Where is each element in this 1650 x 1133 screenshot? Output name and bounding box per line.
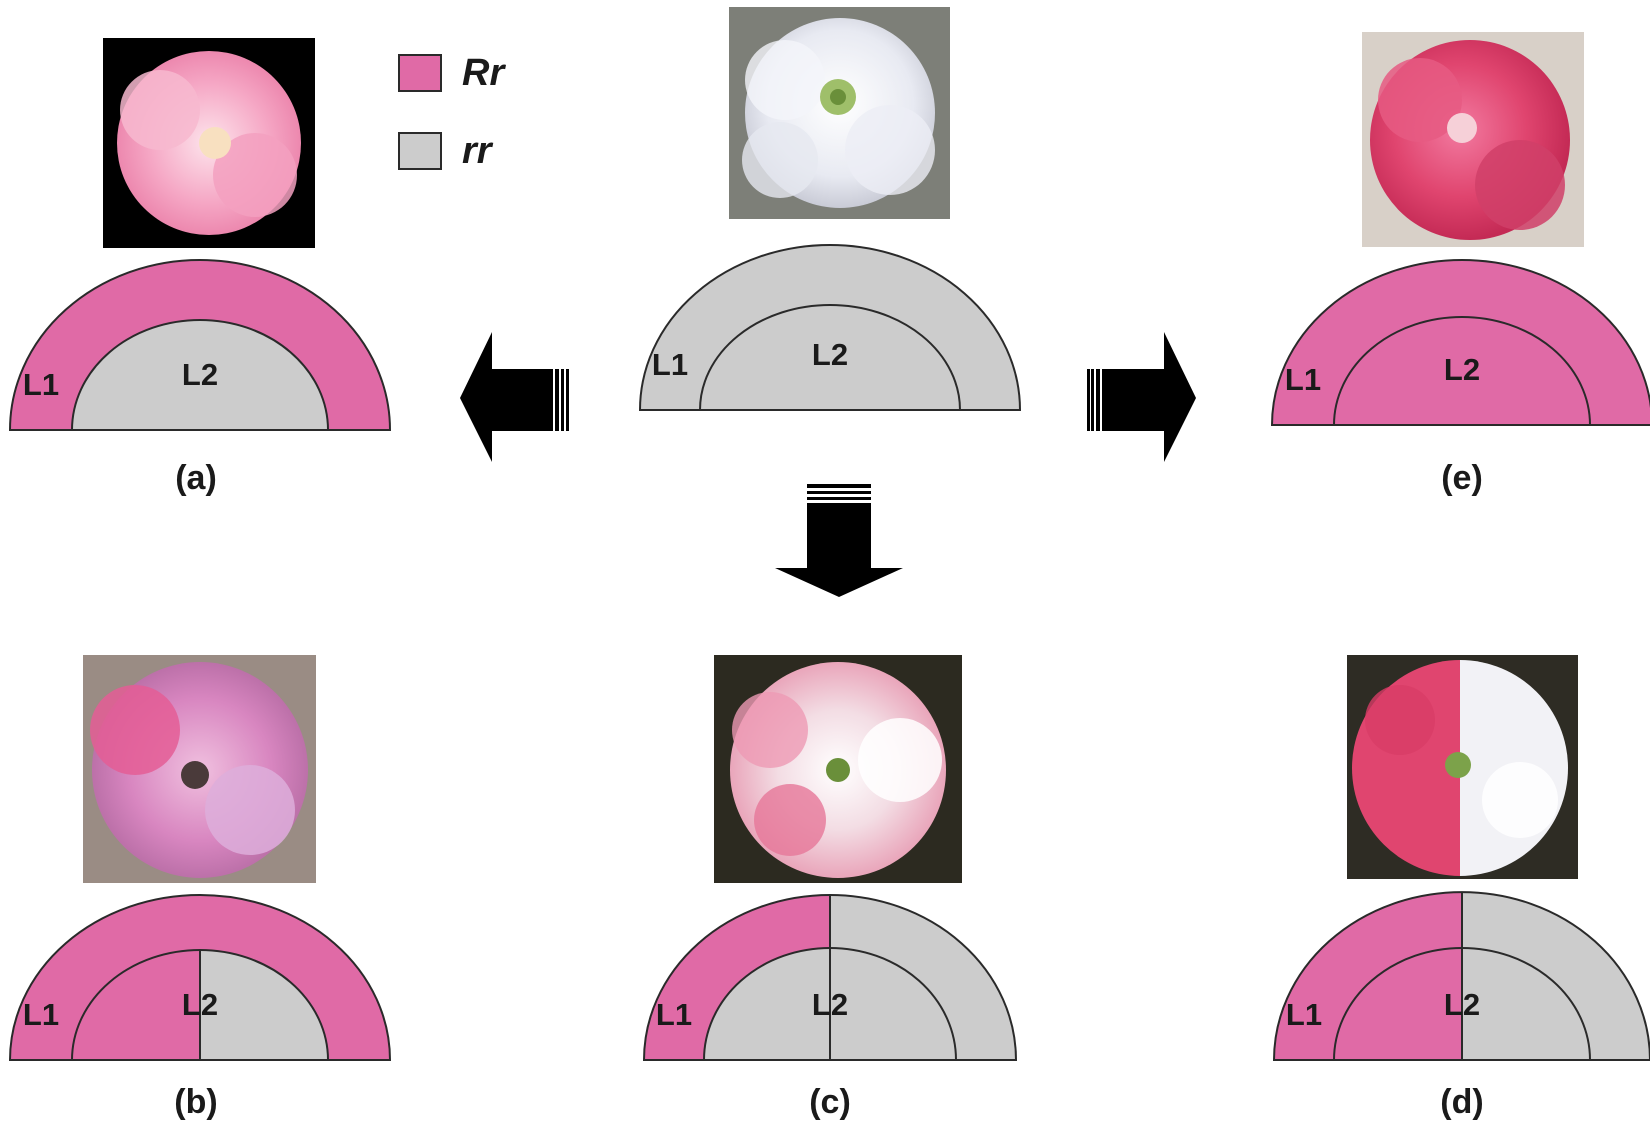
caption-a: (a): [175, 459, 217, 497]
caption-c: (c): [809, 1083, 851, 1121]
legend: Rr rr: [398, 52, 506, 172]
caption-e: (e): [1441, 459, 1483, 497]
layer-label-l1: L1: [656, 997, 692, 1032]
outer-outline: [1272, 891, 1650, 1061]
l1-right: [200, 260, 390, 430]
diagram-b: L1 L2: [8, 894, 392, 1061]
l2-left: [704, 948, 830, 1060]
l1-right: [830, 245, 1020, 410]
l2-right: [1462, 317, 1590, 425]
l1-left: [10, 260, 200, 430]
l1-left: [1274, 892, 1462, 1060]
photo-center: [729, 7, 950, 219]
outer-outline: [8, 894, 392, 1061]
l1-right: [830, 895, 1016, 1060]
inner-outline: [699, 304, 961, 411]
arrow-down: [775, 484, 903, 597]
l1-left: [644, 895, 830, 1060]
layer-label-l2: L2: [812, 337, 848, 372]
arrow-right: [1087, 332, 1196, 462]
photo-c: [714, 655, 962, 883]
layer-label-l1: L1: [23, 367, 59, 402]
layer-label-l2: L2: [182, 357, 218, 392]
l2-left: [72, 320, 200, 430]
l2-right: [1462, 948, 1590, 1060]
diagram-center: L1 L2: [638, 244, 1022, 411]
layer-label-l1: L1: [1286, 997, 1322, 1032]
outer-outline: [642, 894, 1018, 1061]
layer-label-l1: L1: [652, 347, 688, 382]
outer-outline: [638, 244, 1022, 411]
l2-left: [72, 950, 200, 1060]
inner-outline: [71, 319, 329, 431]
diagram-e: L1 L2: [1270, 259, 1650, 426]
l1-right: [1462, 260, 1650, 425]
legend-swatch-rr-dominant: [398, 54, 442, 92]
legend-label-rr-recessive: rr: [462, 130, 494, 172]
layer-label-l1: L1: [1285, 362, 1321, 397]
legend-swatch-rr-recessive: [398, 132, 442, 170]
l1-right: [200, 895, 390, 1060]
l2-right: [830, 305, 960, 410]
l1-left: [640, 245, 830, 410]
l2-left: [1334, 948, 1462, 1060]
legend-label-rr-dominant: Rr: [462, 52, 506, 94]
l2-right: [200, 950, 328, 1060]
caption-b: (b): [174, 1083, 217, 1121]
outer-outline: [1270, 259, 1650, 426]
photo-e: [1362, 32, 1584, 247]
diagram-a: L1 L2: [8, 259, 392, 431]
photo-d: [1347, 655, 1578, 879]
layer-label-l1: L1: [23, 997, 59, 1032]
inner-outline: [1333, 316, 1591, 426]
arrow-left: [460, 332, 569, 462]
l2-right: [200, 320, 328, 430]
diagram-c: L1 L2: [642, 894, 1018, 1061]
l2-left: [700, 305, 830, 410]
l1-left: [10, 895, 200, 1060]
caption-d: (d): [1440, 1083, 1483, 1121]
l1-right: [1462, 892, 1650, 1060]
photo-b: [83, 655, 316, 883]
layer-label-l2: L2: [812, 987, 848, 1022]
layer-label-l2: L2: [1444, 987, 1480, 1022]
diagram-d: L1 L2: [1272, 891, 1650, 1061]
photo-a: [103, 38, 315, 248]
l1-left: [1272, 260, 1462, 425]
outer-outline: [8, 259, 392, 431]
layer-label-l2: L2: [182, 987, 218, 1022]
l2-left: [1334, 317, 1462, 425]
layer-label-l2: L2: [1444, 352, 1480, 387]
l2-right: [830, 948, 956, 1060]
